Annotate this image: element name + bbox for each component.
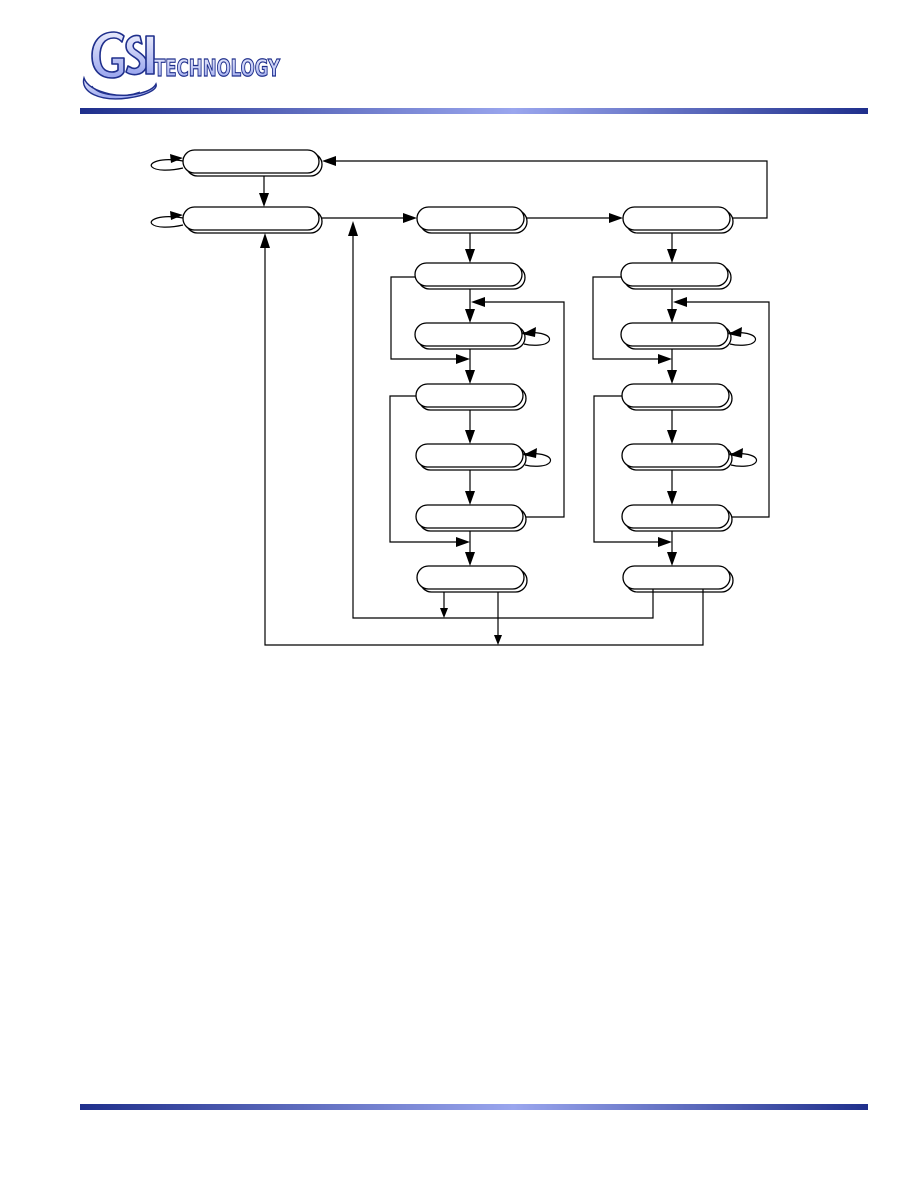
state-diagram [150,149,770,646]
state-right-1 [622,206,734,234]
logo-text: TECHNOLOGY [154,56,280,82]
state-idle [182,206,323,234]
state-left-2 [414,262,526,290]
state-left-1 [416,206,528,234]
state-right-3 [620,322,732,350]
state-left-5 [415,443,527,471]
state-right-5 [621,443,733,471]
right-loop-back [673,297,770,518]
state-left-3 [414,322,526,350]
right-self-loop-3 [727,327,757,346]
right-bypass-1 [592,276,672,364]
left-bypass-1 [390,276,470,364]
state-left-6 [415,504,527,532]
left-bypass-2 [389,395,470,547]
state-right-4 [621,383,733,411]
left-self-loop-5 [522,448,552,467]
arrow-idle-to-left-1 [322,213,417,223]
left-chain-arrows [465,233,475,566]
arrow-top-to-idle [259,176,269,207]
header-rule [80,108,868,114]
logo-wordmark: TECHNOLOGY [153,55,280,82]
self-loop-idle [150,211,184,228]
company-logo: TECHNOLOGY [78,26,298,106]
logo-mark [91,31,155,79]
state-right-6 [621,504,733,532]
footer-rule [80,1104,868,1110]
return-path-outer [260,233,704,646]
left-loop-back [471,297,565,518]
self-loop-top [150,154,184,171]
logo-swoosh [82,75,157,100]
right-self-loop-5 [728,448,758,467]
arrow-left-1-to-right-1 [527,213,623,223]
state-right-2 [620,262,732,290]
state-left-4 [415,383,527,411]
return-path-inner [348,221,654,619]
left-self-loop-3 [521,327,551,346]
state-right-7 [622,565,734,593]
state-top [182,149,323,177]
right-bypass-2 [593,395,672,547]
right-chain-arrows [667,233,677,566]
state-left-7 [416,565,528,593]
arrow-right-1-back-to-top [322,156,768,219]
